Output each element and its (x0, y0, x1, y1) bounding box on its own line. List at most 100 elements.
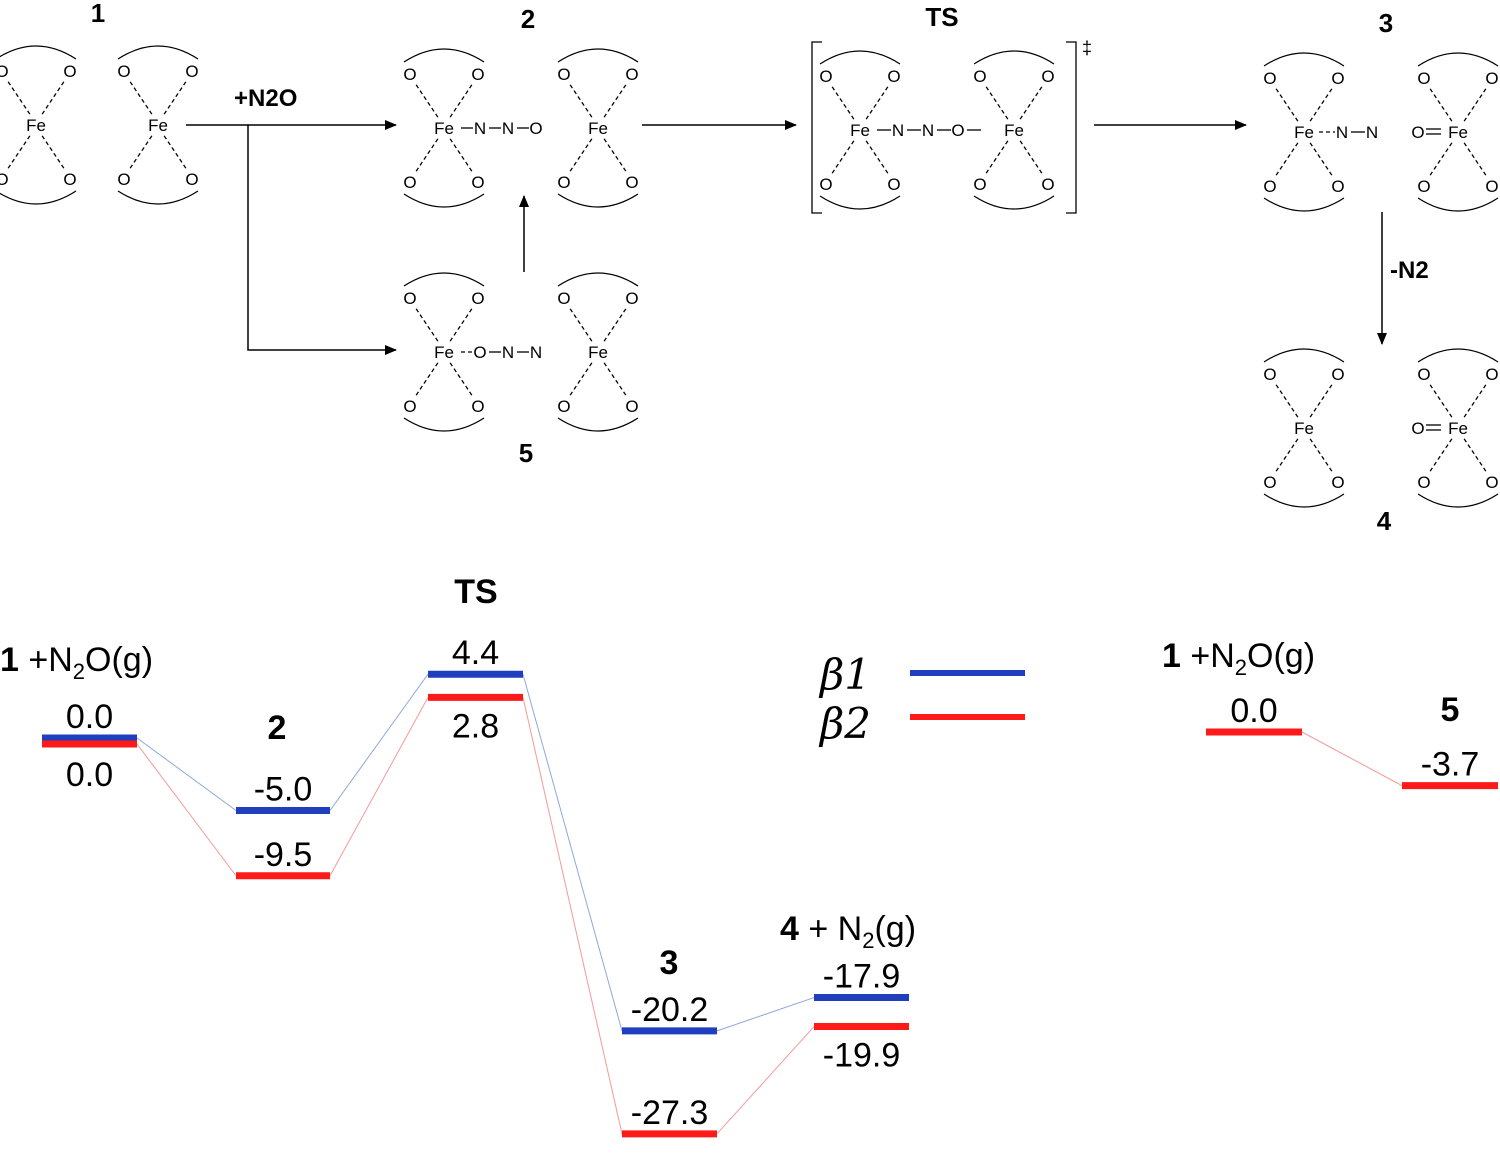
oxygen-atom: O (185, 62, 198, 81)
oxygen-atom: O (63, 62, 76, 81)
arrow-1-to-5 (247, 125, 397, 355)
oxygen-atom: O (557, 397, 570, 416)
oxo-atom: O (1411, 419, 1424, 438)
iron-atom: Fe (588, 119, 608, 138)
coordination-bond (1274, 438, 1299, 473)
connector-beta1 (329, 673, 429, 811)
coordination-bond (1309, 438, 1334, 473)
coordination-bond (128, 135, 153, 170)
oxygen-atom: O (1331, 473, 1344, 492)
oxygen-atom: O (1331, 365, 1344, 384)
oxygen-atom: O (185, 170, 198, 189)
energy-diagram: 0.00.0-5.0-9.54.42.8-20.2-27.3-17.9-19.9… (0, 573, 1498, 1138)
coordination-bond (1463, 142, 1488, 177)
coordination-bond (449, 138, 474, 173)
oxygen-atom: O (1263, 69, 1276, 88)
oxo-atom: O (1411, 123, 1424, 142)
compound-3-label: 3 (1379, 8, 1393, 38)
connector-beta1 (522, 674, 623, 1032)
ligand-arc (819, 195, 901, 210)
oxygen-atom: O (1417, 365, 1430, 384)
energy-beta2-2: -9.5 (254, 836, 313, 874)
oxygen-atom: O (403, 289, 416, 308)
iron-atom: Fe (1448, 419, 1468, 438)
oxygen-atom: O (625, 65, 638, 84)
energy-beta2-TS: 2.8 (452, 707, 499, 745)
coordination-bond (568, 307, 593, 342)
coordination-bond (568, 362, 593, 397)
coordination-bond (449, 307, 474, 342)
iron-atom: Fe (434, 343, 454, 362)
ligand-arc (117, 45, 199, 60)
oxygen-atom: O (403, 65, 416, 84)
oxygen-atom: O (63, 170, 76, 189)
chain-atom: N (474, 119, 486, 138)
coordination-bond (865, 85, 890, 120)
iron-atom: Fe (1004, 121, 1024, 140)
add-n2o-label: +N2O (234, 85, 297, 112)
side-state-label-1: 1 +N2O(g) (1162, 637, 1315, 680)
iron-atom: Fe (1294, 123, 1314, 142)
oxygen-atom: O (973, 175, 986, 194)
oxygen-atom: O (1417, 69, 1430, 88)
coordination-bond (414, 83, 439, 118)
ligand-arc (973, 195, 1055, 210)
ligand-arc (557, 417, 639, 432)
ligand-arc (557, 48, 639, 63)
coordination-bond (449, 362, 474, 397)
side-state-label-5: 5 (1441, 691, 1460, 729)
coordination-bond (414, 362, 439, 397)
side-connector (1301, 731, 1403, 787)
energy-beta2-1: 0.0 (66, 756, 113, 794)
coordination-bond (984, 85, 1009, 120)
ts-bracket-left (811, 41, 822, 214)
oxygen-atom: O (1331, 69, 1344, 88)
oxygen-atom: O (0, 170, 9, 189)
oxygen-atom: O (1417, 473, 1430, 492)
chain-atom: N (502, 343, 514, 362)
coordination-bond (1274, 142, 1299, 177)
oxygen-atom: O (1417, 177, 1430, 196)
coordination-bond (830, 85, 855, 120)
oxygen-atom: O (471, 289, 484, 308)
connector-beta1 (136, 737, 237, 811)
coordination-bond (1463, 383, 1488, 418)
coordination-bond (1428, 87, 1453, 122)
oxygen-atom: O (1041, 175, 1054, 194)
energy-beta1-TS: 4.4 (452, 634, 499, 672)
coordination-bond (128, 80, 153, 115)
iron-atom: Fe (1448, 123, 1468, 142)
coordination-bond (603, 362, 628, 397)
coordination-bond (449, 83, 474, 118)
coordination-bond (603, 83, 628, 118)
iron-atom: Fe (850, 121, 870, 140)
energy-connectors (136, 673, 1403, 1135)
oxygen-atom: O (1485, 177, 1498, 196)
oxygen-atom: O (1485, 473, 1498, 492)
chain-atom: O (529, 119, 542, 138)
oxygen-atom: O (887, 67, 900, 86)
coordination-bond (1019, 140, 1044, 175)
oxygen-atom: O (625, 397, 638, 416)
coordination-bond (1019, 85, 1044, 120)
oxygen-atom: O (1485, 69, 1498, 88)
remove-n2-label: -N2 (1390, 257, 1429, 284)
coordination-bond (6, 80, 31, 115)
coordination-bond (1274, 87, 1299, 122)
energy-beta1-1: 0.0 (66, 698, 113, 736)
oxygen-atom: O (1263, 177, 1276, 196)
reaction-arrows (186, 120, 1387, 355)
oxygen-atom: O (117, 170, 130, 189)
oxygen-atom: O (471, 173, 484, 192)
iron-atom: Fe (434, 119, 454, 138)
coordination-bond (1463, 87, 1488, 122)
